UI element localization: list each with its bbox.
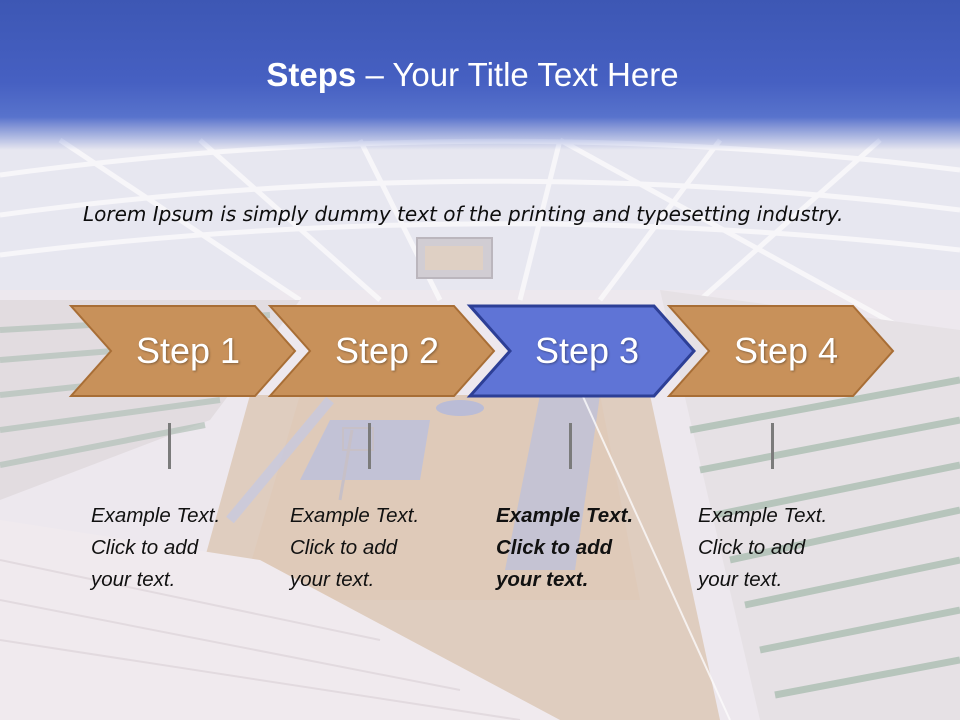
note-line: Click to add (496, 536, 613, 559)
step-4-chevron[interactable] (666, 305, 895, 397)
note-line: your text. (290, 568, 375, 591)
step-2-note[interactable]: Example Text. Click to add your text. (290, 500, 480, 596)
note-line: Example Text. (698, 504, 828, 527)
step-2-connector (368, 423, 371, 469)
note-line: Click to add (290, 536, 398, 559)
step-4-label: Step 4 (733, 330, 839, 371)
step-4-connector (771, 423, 774, 469)
note-line: Click to add (91, 536, 199, 559)
step-2-label: Step 2 (334, 330, 440, 371)
title-strong: Steps (266, 56, 357, 93)
title-band (0, 0, 960, 150)
step-3-label: Step 3 (534, 330, 640, 371)
step-1-chevron[interactable] (68, 305, 297, 397)
step-3-note[interactable]: Example Text. Click to add your text. (496, 500, 686, 596)
note-line: Example Text. (290, 504, 420, 527)
step-1-label: Step 1 (135, 330, 241, 371)
slide-title[interactable]: Steps – Your Title Text Here (0, 54, 945, 96)
step-2-chevron[interactable] (267, 305, 496, 397)
note-line: your text. (91, 568, 176, 591)
note-line: your text. (698, 568, 783, 591)
subtitle-text[interactable]: Lorem Ipsum is simply dummy text of the … (83, 202, 844, 226)
note-line: Click to add (698, 536, 806, 559)
step-1-note[interactable]: Example Text. Click to add your text. (91, 500, 281, 596)
title-rest: – Your Title Text Here (365, 56, 679, 93)
step-4-note[interactable]: Example Text. Click to add your text. (698, 500, 888, 596)
step-1-connector (168, 423, 171, 469)
note-line: your text. (496, 568, 589, 591)
step-3-connector (569, 423, 572, 469)
step-3-chevron[interactable] (466, 304, 697, 398)
note-line: Example Text. (496, 504, 634, 527)
note-line: Example Text. (91, 504, 221, 527)
